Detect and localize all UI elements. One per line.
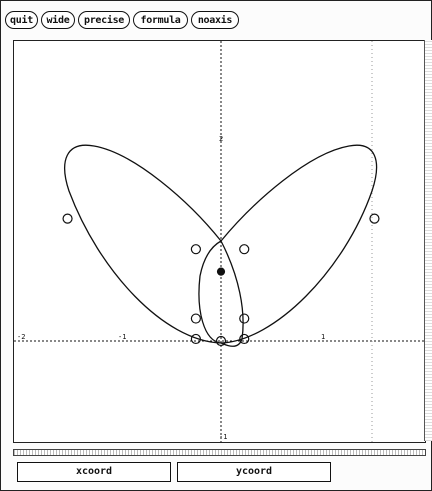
horizontal-scrollbar[interactable]: [13, 449, 426, 456]
plot-svg: -2 -1 1 2 -1: [14, 41, 425, 442]
control-point-marker[interactable]: [190, 333, 201, 345]
control-point-marker[interactable]: [239, 244, 250, 255]
x-label-left: -2: [17, 333, 25, 341]
wide-button[interactable]: wide: [41, 11, 75, 29]
control-point-marker[interactable]: [215, 335, 227, 347]
precise-button[interactable]: precise: [78, 11, 130, 29]
y-label-bottom: -1: [219, 433, 227, 441]
xcoord-field[interactable]: xcoord: [17, 462, 171, 482]
formula-button[interactable]: formula: [133, 11, 188, 29]
polar-curve: [64, 144, 378, 347]
plot-area[interactable]: -2 -1 1 2 -1: [13, 40, 426, 443]
control-point-marker[interactable]: [190, 313, 201, 324]
x-label-neg: -1: [118, 333, 126, 341]
noaxis-button[interactable]: noaxis: [191, 11, 239, 29]
control-point-marker[interactable]: [190, 244, 201, 255]
y-label-top: 2: [219, 135, 223, 143]
control-point-marker[interactable]: [216, 267, 226, 276]
control-point-marker[interactable]: [369, 213, 380, 224]
x-label-pos: 1: [321, 333, 325, 341]
control-point-marker[interactable]: [239, 313, 250, 324]
ycoord-field[interactable]: ycoord: [177, 462, 331, 482]
quit-button[interactable]: quit: [5, 11, 38, 29]
control-point-marker[interactable]: [239, 333, 250, 345]
control-point-marker[interactable]: [62, 213, 73, 224]
vertical-scrollbar[interactable]: [424, 40, 432, 441]
